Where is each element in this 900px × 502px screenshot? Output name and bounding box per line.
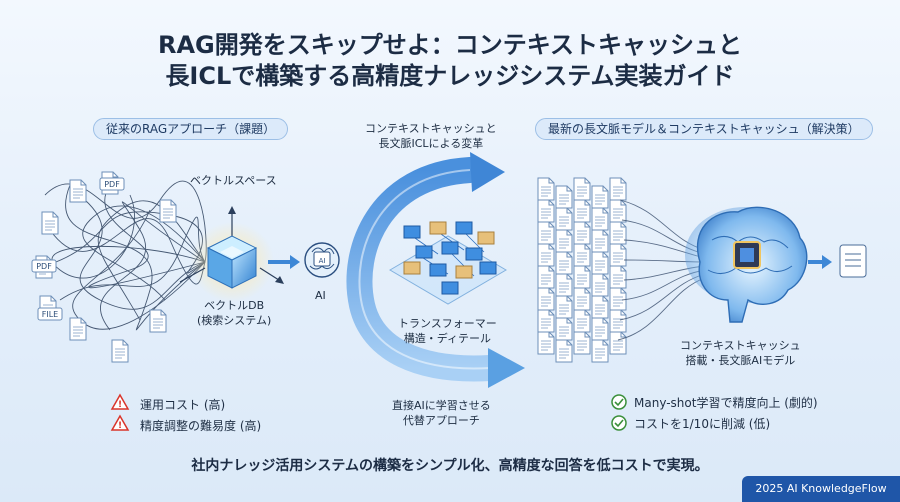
output-document-icon — [839, 244, 867, 278]
check-icon — [611, 415, 627, 431]
arrow-to-output-icon — [822, 255, 832, 269]
context-document-icon — [573, 309, 591, 333]
check-icon — [611, 394, 627, 410]
page-title: RAG開発をスキップせよ：コンテキストキャッシュと 長ICLで構築する高精度ナレ… — [0, 30, 900, 92]
context-document-icon — [591, 229, 609, 253]
document-icon — [111, 339, 129, 363]
pdf-label: PDF — [104, 180, 120, 189]
document-icon — [159, 199, 177, 223]
context-document-icon — [609, 331, 627, 355]
context-document-icon — [555, 273, 573, 297]
context-document-icon — [537, 331, 555, 355]
alternative-approach-line-2: 代替アプローチ — [402, 414, 480, 427]
footer-badge: 2025 AI KnowledgeFlow — [742, 476, 900, 502]
model-label: コンテキストキャッシュ 搭載・長文脈AIモデル — [680, 338, 801, 368]
document-icon — [41, 211, 59, 235]
warning-icon: ! — [110, 393, 130, 410]
context-document-icon — [555, 317, 573, 341]
context-document-icon — [555, 339, 573, 363]
context-document-icon — [537, 309, 555, 333]
alternative-approach-label: 直接AIに学習させる 代替アプローチ — [392, 398, 491, 428]
tangled-connections — [44, 180, 207, 331]
source-documents — [31, 171, 177, 363]
context-document-icon — [555, 295, 573, 319]
left-section-header: 従来のRAGアプローチ（課題） — [93, 118, 289, 140]
context-document-icon — [609, 221, 627, 245]
issue-item: 運用コスト (高) — [140, 398, 226, 412]
right-section-header: 最新の長文脈モデル＆コンテキストキャッシュ（解決策） — [535, 118, 873, 140]
context-document-icon — [555, 251, 573, 275]
arc-arrowhead-bottom-icon — [488, 348, 525, 388]
file-label: FILE — [42, 310, 58, 319]
context-document-icon — [609, 287, 627, 311]
context-document-icon — [591, 273, 609, 297]
context-document-icon — [609, 265, 627, 289]
warning-icon: ! — [110, 414, 130, 431]
pdf-label: PDF — [36, 262, 52, 271]
alternative-approach-line-1: 直接AIに学習させる — [392, 399, 491, 412]
context-document-icon — [537, 177, 555, 201]
vectordb-label: ベクトルDB (検索システム) — [197, 298, 271, 328]
context-document-icon — [591, 339, 609, 363]
context-document-icon — [573, 221, 591, 245]
context-document-icon — [537, 221, 555, 245]
long-context-documents — [537, 177, 627, 363]
transformation-arc — [346, 152, 525, 388]
benefit-item: コストを1/10に削減 (低) — [634, 417, 771, 431]
context-document-icon — [537, 199, 555, 223]
document-icon — [149, 309, 167, 333]
summary-line: 社内ナレッジ活用システムの構築をシンプル化、高精度な回答を低コストで実現。 — [191, 458, 709, 474]
context-document-icon — [537, 265, 555, 289]
model-label-line-2: 搭載・長文脈AIモデル — [685, 354, 796, 367]
context-document-icon — [591, 295, 609, 319]
context-document-icon — [537, 287, 555, 311]
context-document-icon — [591, 185, 609, 209]
context-document-icon — [591, 251, 609, 275]
transformation-label: コンテキストキャッシュと 長文脈ICLによる変革 — [365, 121, 497, 151]
context-document-icon — [573, 243, 591, 267]
title-line-2: 長ICLで構築する高精度ナレッジシステム実装ガイド — [165, 62, 735, 90]
context-document-icon — [555, 185, 573, 209]
context-document-icon — [555, 229, 573, 253]
arrow-to-ai-icon — [290, 255, 300, 269]
context-document-icon — [573, 265, 591, 289]
context-document-icon — [609, 243, 627, 267]
ai-chip-text: AI — [319, 257, 326, 265]
transformation-label-line-2: 長文脈ICLによる変革 — [378, 137, 484, 150]
arc-arrowhead-top-icon — [470, 152, 505, 192]
vector-space-label: ベクトルスペース — [190, 174, 277, 187]
model-label-line-1: コンテキストキャッシュ — [680, 339, 801, 352]
ai-label: AI — [315, 289, 326, 302]
transformer-structure-icon — [389, 221, 507, 305]
ai-brain-icon — [685, 206, 808, 323]
document-icon — [69, 179, 87, 203]
transformer-label: トランスフォーマー 構造・ディテール — [398, 316, 497, 346]
context-document-icon — [609, 199, 627, 223]
context-document-icon — [573, 331, 591, 355]
issue-item: 精度調整の難易度 (高) — [140, 419, 262, 433]
title-line-1: RAG開発をスキップせよ：コンテキストキャッシュと — [157, 31, 743, 59]
context-document-icon — [573, 199, 591, 223]
context-document-icon — [591, 207, 609, 231]
context-document-icon — [609, 309, 627, 333]
svg-text:!: ! — [118, 400, 122, 410]
context-document-icon — [555, 207, 573, 231]
context-document-icon — [573, 177, 591, 201]
svg-text:!: ! — [118, 421, 122, 431]
transformation-label-line-1: コンテキストキャッシュと — [365, 122, 497, 135]
transformer-label-line-1: トランスフォーマー — [398, 317, 497, 330]
vectordb-label-line-1: ベクトルDB — [204, 299, 265, 312]
benefit-item: Many-shot学習で精度向上 (劇的) — [634, 396, 818, 410]
transformer-label-line-2: 構造・ディテール — [403, 332, 491, 345]
context-document-icon — [591, 317, 609, 341]
context-document-icon — [609, 177, 627, 201]
document-icon — [69, 317, 87, 341]
context-document-icon — [537, 243, 555, 267]
vectordb-label-line-2: (検索システム) — [197, 314, 272, 327]
ai-chip-icon — [304, 242, 340, 278]
context-document-icon — [573, 287, 591, 311]
vector-db-cube — [179, 206, 284, 302]
